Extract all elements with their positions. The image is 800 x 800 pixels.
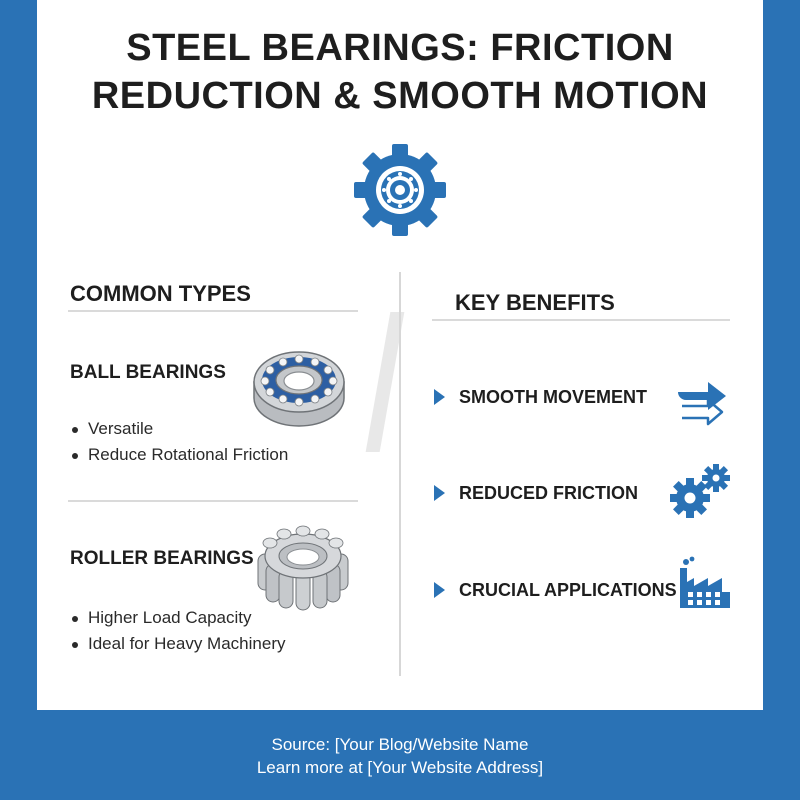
ball-bearing-icon — [253, 351, 345, 427]
list-item: Versatile — [70, 416, 288, 442]
roller-bearing-icon — [257, 525, 349, 611]
triangle-bullet-icon — [434, 485, 445, 501]
roller-bearings-title: ROLLER BEARINGS — [70, 548, 254, 569]
divider — [68, 310, 358, 312]
triangle-bullet-icon — [434, 582, 445, 598]
roller-bearings-list: Higher Load Capacity Ideal for Heavy Mac… — [70, 605, 285, 657]
gears-icon — [670, 464, 730, 518]
divider — [68, 500, 358, 502]
title-line-2: REDUCTION & SMOOTH MOTION — [91, 75, 709, 117]
benefit-reduced-friction: REDUCED FRICTION — [434, 473, 638, 513]
gear-icon — [354, 144, 446, 236]
footer-source: Source: [Your Blog/Website Name — [271, 735, 529, 754]
column-divider — [399, 272, 401, 676]
key-benefits-heading: KEY BENEFITS — [455, 290, 615, 315]
title-line-1: STEEL BEARINGS: FRICTION — [126, 27, 674, 69]
divider — [432, 319, 730, 321]
common-types-heading: COMMON TYPES — [70, 281, 251, 306]
arrows-icon — [678, 382, 726, 426]
ball-bearings-list: Versatile Reduce Rotational Friction — [70, 416, 288, 468]
benefit-label: CRUCIAL APPLICATIONS — [459, 579, 677, 600]
footer: Source: [Your Blog/Website Name Learn mo… — [0, 733, 800, 779]
list-item: Higher Load Capacity — [70, 605, 285, 631]
benefit-label: SMOOTH MOVEMENT — [459, 386, 647, 407]
list-item: Reduce Rotational Friction — [70, 442, 288, 468]
benefit-label: REDUCED FRICTION — [459, 482, 638, 503]
page-title: STEEL BEARINGS: FRICTION REDUCTION & SMO… — [0, 24, 800, 120]
benefit-smooth-movement: SMOOTH MOVEMENT — [434, 377, 647, 417]
ball-bearings-title: BALL BEARINGS — [70, 362, 226, 383]
benefit-crucial-applications: CRUCIAL APPLICATIONS — [434, 570, 677, 610]
list-item: Ideal for Heavy Machinery — [70, 631, 285, 657]
footer-link[interactable]: Learn more at [Your Website Address] — [256, 758, 544, 777]
triangle-bullet-icon — [434, 389, 445, 405]
factory-icon — [680, 556, 730, 608]
